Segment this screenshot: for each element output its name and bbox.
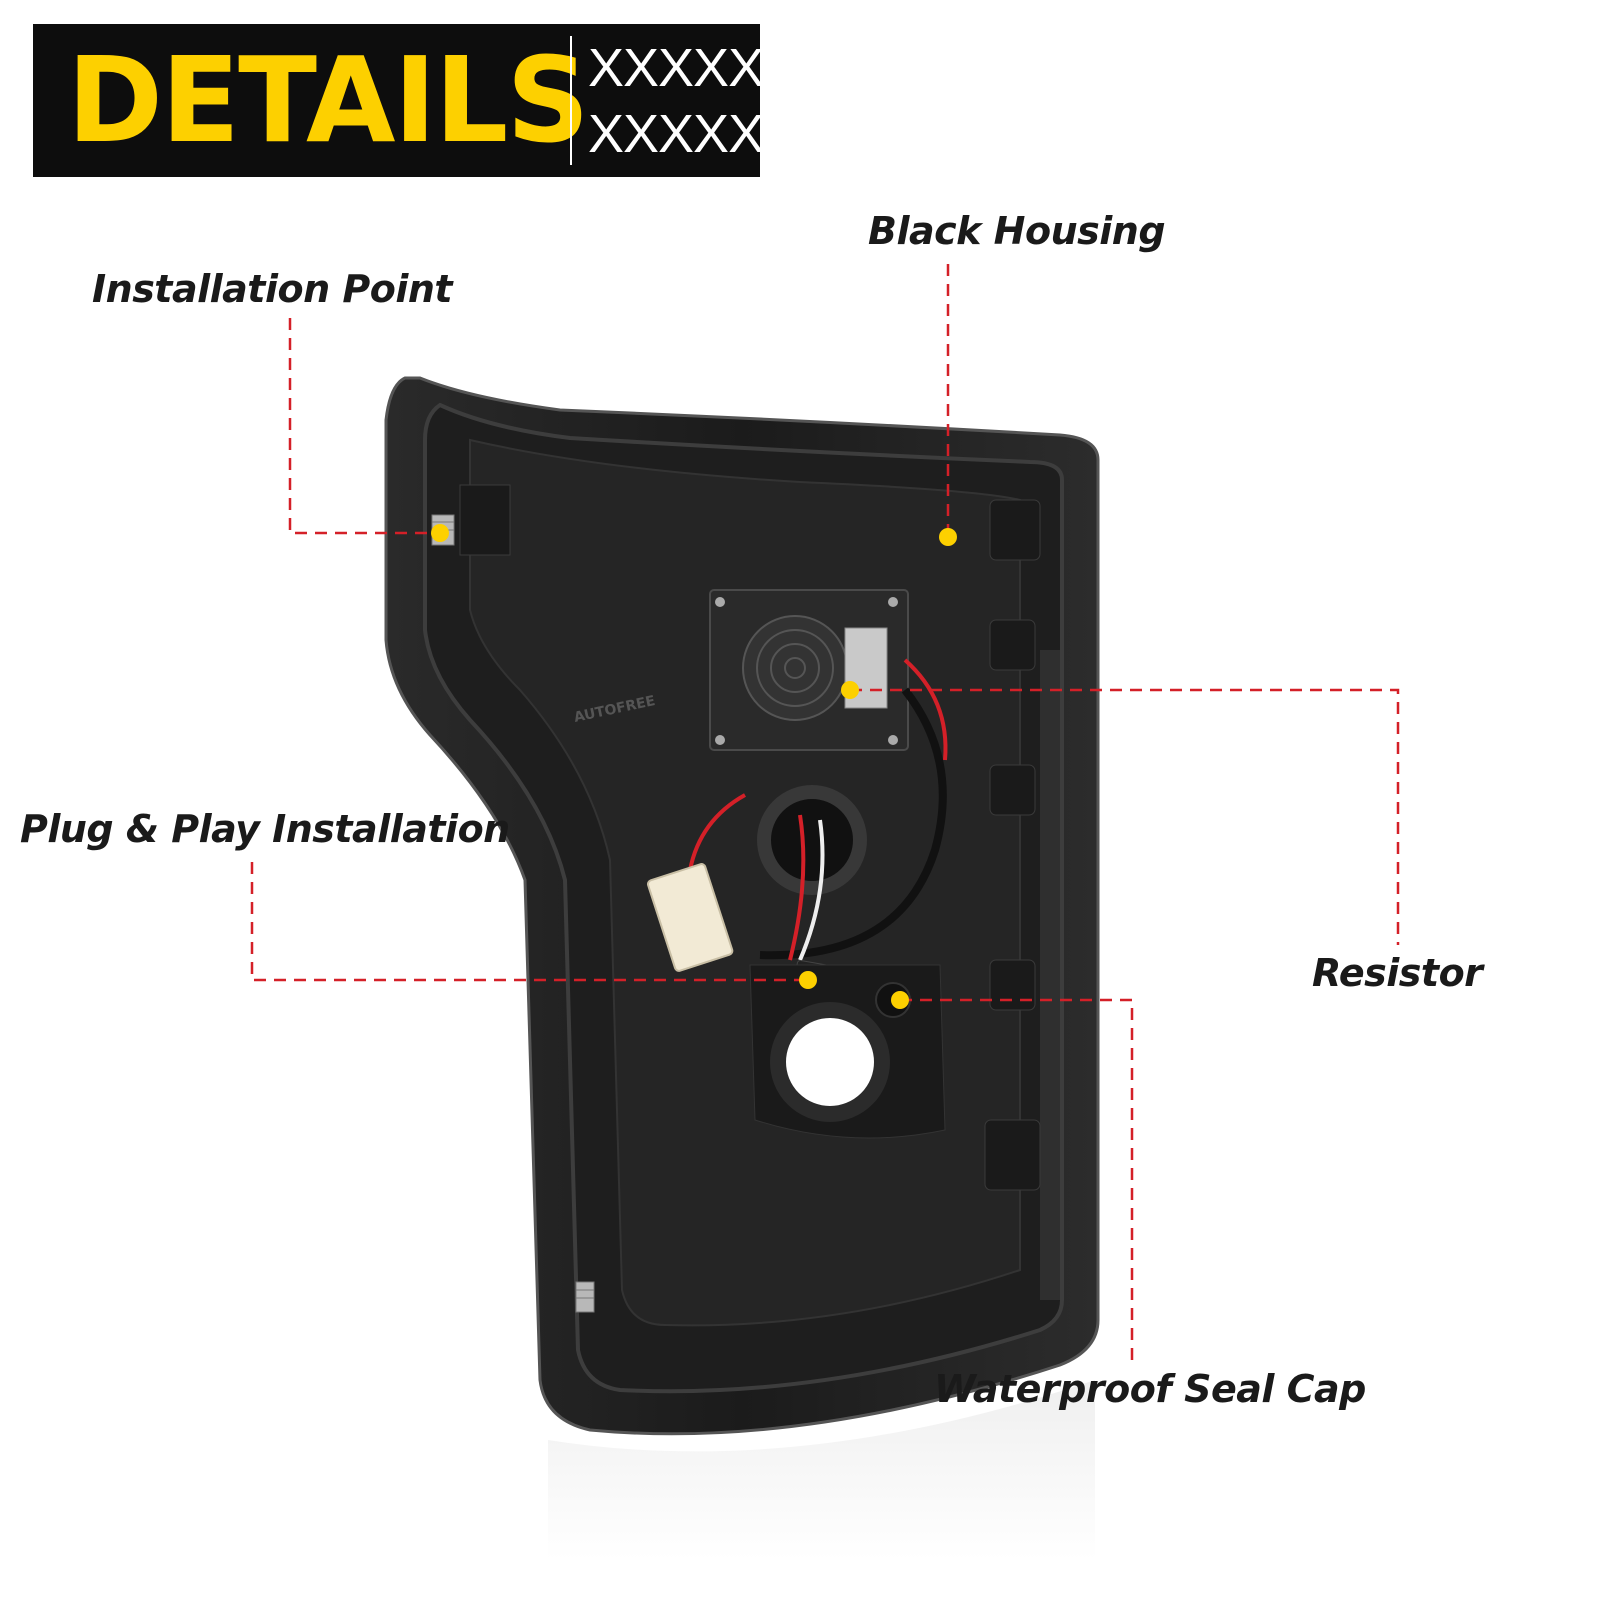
housing-reflection	[548, 1380, 1095, 1560]
callout-waterproof-seal-cap: Waterproof Seal Cap	[934, 1367, 1366, 1411]
housing-right-clip-4	[989, 959, 1036, 1011]
marker-waterproof-seal-cap	[891, 991, 909, 1009]
callout-installation-point: Installation Point	[92, 267, 453, 311]
housing-right-clip-2	[989, 619, 1036, 671]
wire-harness-black	[759, 687, 947, 960]
callout-resistor: Resistor	[1312, 951, 1483, 995]
housing-right-rail	[1040, 650, 1060, 1300]
banner-code-line-2: XXXXX	[588, 104, 764, 164]
wire-lead-white	[798, 819, 825, 961]
lower-bulb-socket	[770, 1002, 890, 1122]
marker-resistor	[841, 681, 859, 699]
housing-right-clip-5	[984, 1119, 1041, 1191]
banner-divider	[570, 36, 572, 165]
housing-right-clip-3	[989, 764, 1036, 816]
wire-lead-red	[788, 814, 806, 961]
housing-right-clip-1	[989, 499, 1041, 561]
leader-waterproof-seal-cap	[900, 998, 1134, 1360]
wire-harness-red	[903, 658, 948, 761]
top-left-bracket	[459, 484, 511, 556]
wire-to-connector	[688, 793, 746, 871]
banner-code-line-1: XXXXX	[588, 38, 764, 98]
leader-resistor	[850, 688, 1400, 945]
plug-connector	[646, 863, 734, 972]
installation-stud-bottom	[575, 1281, 595, 1313]
leader-plug-play	[250, 862, 808, 982]
resistor-vent	[742, 615, 848, 721]
marker-installation-point	[431, 524, 449, 542]
leader-installation-point	[288, 318, 440, 535]
marker-plug-play	[799, 971, 817, 989]
details-banner: DETAILS XXXXX XXXXX	[33, 24, 764, 177]
marker-black-housing	[939, 528, 957, 546]
banner-title: DETAILS	[67, 31, 590, 169]
upper-bulb-socket	[757, 785, 867, 895]
callout-plug-play-installation: Plug & Play Installation	[20, 807, 510, 851]
callout-black-housing: Black Housing	[868, 209, 1166, 253]
